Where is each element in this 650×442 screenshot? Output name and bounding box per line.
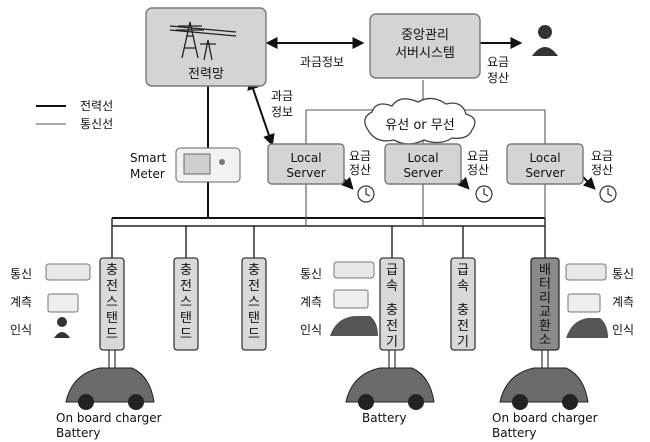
comm-device-icon	[333, 261, 375, 279]
charging-stand-3-label-char: 충	[248, 263, 260, 278]
charging-stand-2	[173, 257, 199, 351]
billing-info-v1: 과금	[271, 89, 293, 103]
network-cloud	[364, 97, 476, 145]
settlement-1-a: 요금	[349, 149, 371, 163]
fast-charger-2-label-char: 전	[457, 319, 469, 334]
caption-left-1: On board charger	[56, 411, 162, 425]
central-server-label-2: 서버시스템	[395, 46, 455, 61]
fast-charger-2	[450, 257, 476, 351]
settlement-3-a: 요금	[591, 149, 613, 163]
ev-car-icon	[65, 367, 155, 410]
fast-charger-2-label-char: 기	[457, 335, 469, 350]
local-server-2	[384, 143, 462, 185]
charging-stand-3-label-char: 드	[248, 327, 260, 342]
grid-label: 전력망	[188, 67, 224, 82]
battery-swap-label-char: 배	[539, 263, 551, 278]
local-server-2-label-1: Local	[407, 151, 438, 165]
charging-stand-3	[241, 257, 267, 351]
smart-meter-label-2: Meter	[130, 167, 165, 181]
charging-stand-2-label-char: 전	[180, 279, 192, 294]
left-comm-label: 통신	[10, 267, 32, 281]
operator-icon	[532, 25, 558, 56]
smart-meter-label-1: Smart	[130, 151, 167, 165]
caption-right-1: On board charger	[492, 411, 598, 425]
charging-stand-1-label-char: 드	[106, 327, 118, 342]
charging-stand-1-label-char: 스	[106, 295, 118, 310]
local-server-1	[267, 143, 345, 185]
caption-middle: Battery	[362, 411, 406, 425]
comm-device-icon	[565, 263, 607, 281]
battery-swap-label-char: 환	[539, 319, 551, 334]
central-server-node	[369, 13, 481, 79]
fast-charger-1-label-char: 기	[386, 335, 398, 350]
car-icon	[566, 318, 608, 338]
battery-swap-label-char: 소	[539, 333, 551, 348]
fast-charger-1	[379, 257, 405, 351]
billing-info-v2: 정보	[271, 105, 293, 119]
fast-charger-1-label-char: 충	[386, 303, 398, 318]
billing-info-label: 과금정보	[300, 55, 344, 69]
meter-device-icon	[333, 289, 369, 309]
charging-stand-2-label-char: 드	[180, 327, 192, 342]
caption-left-2: Battery	[56, 426, 100, 440]
mid-recognition-label: 인식	[300, 323, 322, 337]
charging-stand-3-label-char: 탠	[248, 311, 260, 326]
settlement-top-2: 정산	[487, 71, 509, 85]
fast-charger-2-label-char: 급	[457, 263, 469, 278]
power-tower-icon	[169, 21, 237, 61]
legend-power-line: 전력선	[80, 99, 113, 113]
person-icon	[54, 317, 70, 338]
ev-car-icon	[345, 367, 435, 410]
charging-stand-2-label-char: 탠	[180, 311, 192, 326]
right-recognition-label: 인식	[612, 323, 634, 337]
charging-stand-1-label-char: 충	[106, 263, 118, 278]
caption-right-2: Battery	[492, 426, 536, 440]
right-metering-label: 계측	[612, 295, 634, 309]
settlement-1-b: 정산	[349, 163, 371, 177]
charging-stand-3-label-char: 스	[248, 295, 260, 310]
battery-swap-label-char: 교	[539, 305, 551, 320]
charging-stand-1-label-char: 전	[106, 279, 118, 294]
battery-swap-station	[530, 257, 560, 351]
charging-stand-1	[99, 257, 125, 351]
car-icon	[330, 316, 378, 336]
fast-charger-1-label-char: 속	[386, 279, 398, 294]
settlement-icon	[357, 185, 617, 203]
fast-charger-1-label-char: 급	[386, 263, 398, 278]
legend-comm-line: 통신선	[80, 117, 113, 131]
fast-charger-2-label-char: 속	[457, 279, 469, 294]
central-server-label-1: 중앙관리	[401, 28, 449, 43]
left-metering-label: 계측	[10, 295, 32, 309]
local-server-3-label-1: Local	[529, 151, 560, 165]
local-server-1-label-1: Local	[290, 151, 321, 165]
comm-device-icon	[45, 263, 91, 281]
charging-stand-2-label-char: 스	[180, 295, 192, 310]
battery-swap-label-char: 터	[539, 277, 551, 292]
network-label: 유선 or 무선	[385, 118, 454, 133]
local-server-3	[506, 143, 584, 185]
charging-stand-1-label-char: 탠	[106, 311, 118, 326]
smart-meter-icon	[175, 147, 241, 183]
fast-charger-2-label-char: 충	[457, 303, 469, 318]
local-server-1-label-2: Server	[286, 166, 325, 180]
settlement-3-b: 정산	[591, 163, 613, 177]
local-server-3-label-2: Server	[525, 166, 564, 180]
settlement-2-a: 요금	[467, 149, 489, 163]
settlement-top-1: 요금	[487, 55, 509, 69]
settlement-2-b: 정산	[467, 163, 489, 177]
ev-car-icon	[499, 367, 589, 410]
charging-stand-2-label-char: 충	[180, 263, 192, 278]
fast-charger-1-label-char: 전	[386, 319, 398, 334]
meter-device-icon	[47, 293, 79, 313]
right-comm-label: 통신	[612, 267, 634, 281]
mid-metering-label: 계측	[300, 295, 322, 309]
battery-swap-label-char: 리	[539, 291, 551, 306]
left-recognition-label: 인식	[10, 323, 32, 337]
mid-comm-label: 통신	[300, 267, 322, 281]
local-server-2-label-2: Server	[403, 166, 442, 180]
meter-device-icon	[567, 293, 601, 313]
charging-stand-3-label-char: 전	[248, 279, 260, 294]
